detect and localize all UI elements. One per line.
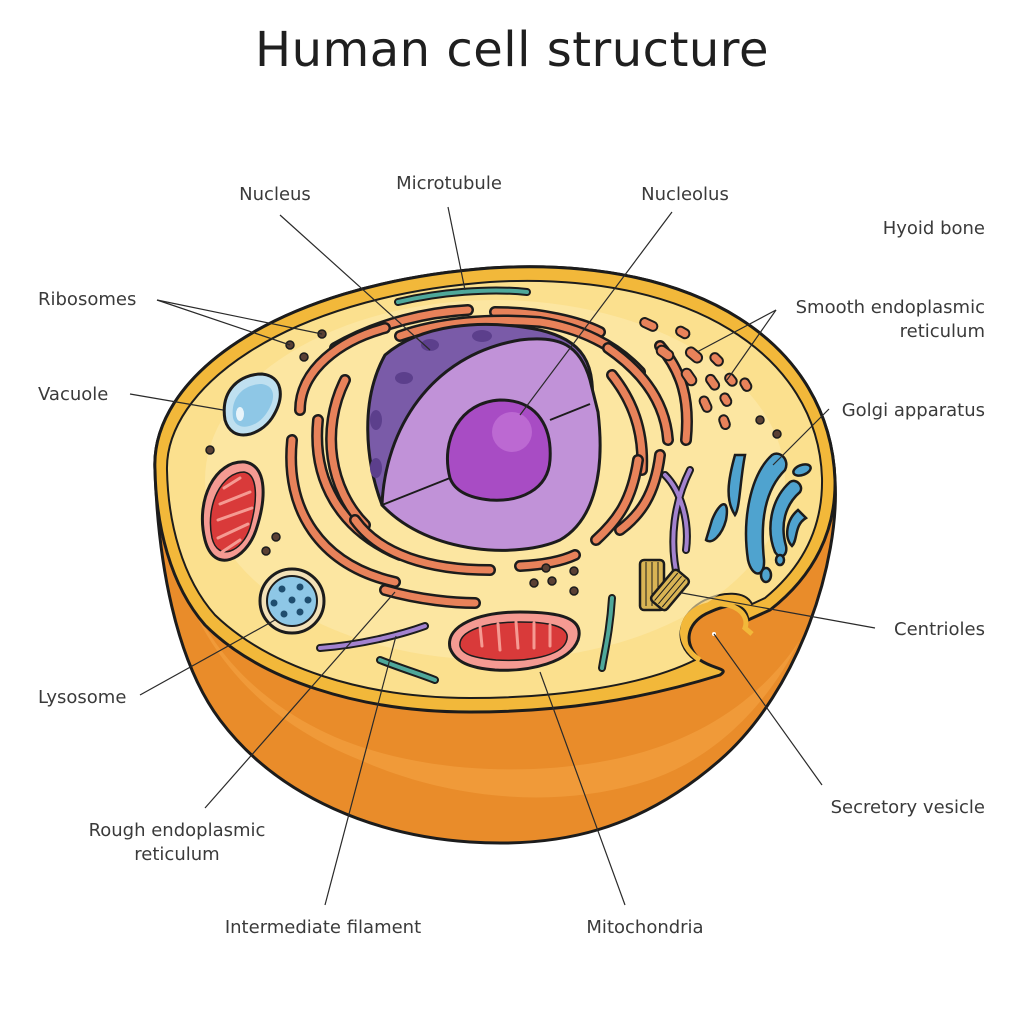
label-hyoid-bone: Hyoid bone — [883, 218, 985, 239]
label-rough-er-line1: Rough endoplasmic — [89, 820, 266, 841]
label-lysosome: Lysosome — [38, 687, 126, 708]
label-centrioles: Centrioles — [894, 619, 985, 640]
rough-endoplasmic-reticulum — [285, 304, 693, 609]
label-microtubule: Microtubule — [396, 173, 502, 194]
mitochondrion-left — [200, 460, 265, 562]
label-smooth-er-line2: reticulum — [900, 321, 985, 342]
label-intermediate-filament: Intermediate filament — [225, 917, 421, 938]
golgi-apparatus — [704, 452, 812, 584]
labels: Nucleus Microtubule Nucleolus Hyoid bone… — [38, 173, 985, 938]
vacuole — [222, 372, 282, 437]
label-mitochondria: Mitochondria — [586, 917, 703, 938]
label-smooth-er-line1: Smooth endoplasmic — [796, 297, 985, 318]
smooth-endoplasmic-reticulum — [639, 317, 753, 431]
lysosome — [258, 567, 326, 635]
label-nucleus: Nucleus — [239, 184, 311, 205]
label-vacuole: Vacuole — [38, 384, 108, 405]
label-nucleolus: Nucleolus — [641, 184, 729, 205]
label-golgi-apparatus: Golgi apparatus — [842, 400, 985, 421]
centrioles — [638, 558, 691, 612]
nucleolus — [445, 398, 552, 502]
label-rough-er-line2: reticulum — [134, 844, 219, 865]
leader-lines — [129, 206, 876, 906]
label-ribosomes: Ribosomes — [38, 289, 136, 310]
diagram-title: Human cell structure — [254, 22, 770, 78]
mitochondrion-bottom — [448, 610, 581, 672]
label-secretory-vesicle: Secretory vesicle — [831, 797, 985, 818]
